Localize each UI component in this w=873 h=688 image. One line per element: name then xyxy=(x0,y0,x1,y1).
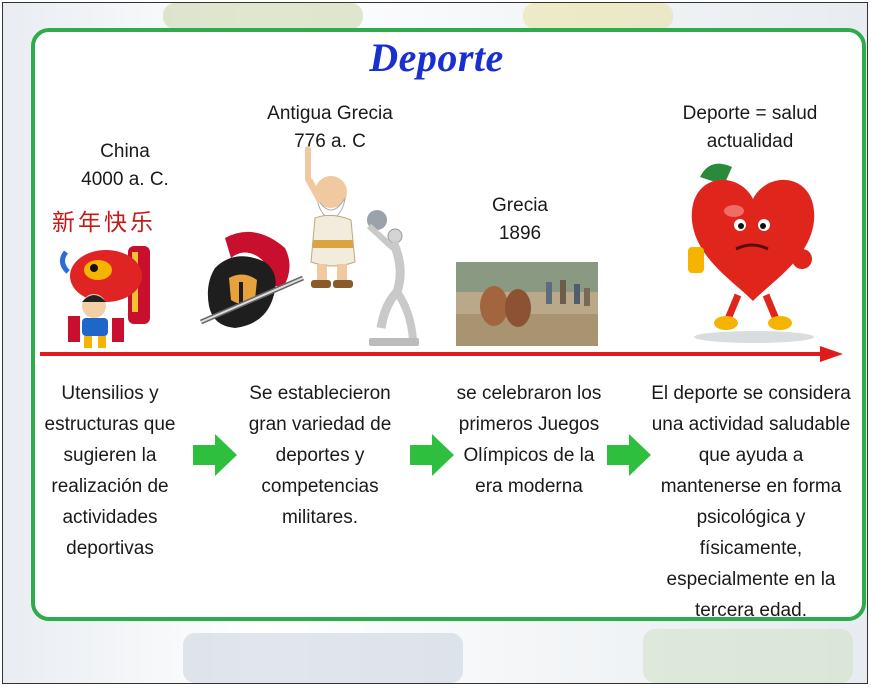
stage-4-description-line: El deporte se considera xyxy=(651,383,851,404)
stage-4-description-line: que ayuda a xyxy=(698,445,804,466)
spartan-warrior-illustration xyxy=(200,231,304,328)
stage-2-heading-line2: 776 a. C xyxy=(294,131,366,152)
heart-runner-illustration xyxy=(688,163,815,343)
stage-2-description-line: competencias xyxy=(261,476,379,497)
stage-1-description-line: Utensilios y xyxy=(61,383,159,404)
stage-3-heading-line2: 1896 xyxy=(498,223,542,244)
arrow-right-icon xyxy=(193,434,237,476)
stage-4-description-line: psicológica y xyxy=(696,507,806,528)
background-shape xyxy=(163,3,363,29)
stage-1-heading-line2: 4000 a. C. xyxy=(81,169,169,190)
stage-1-description-line: realización de xyxy=(51,476,169,497)
stage-2-description-line: gran variedad de xyxy=(248,414,392,435)
discobolus-statue-illustration xyxy=(366,210,419,346)
arrow-right-icon xyxy=(410,434,454,476)
stage-4-description-line: tercera edad. xyxy=(695,600,807,621)
background-shape xyxy=(523,3,673,29)
greek-philosopher-illustration xyxy=(305,146,356,288)
stage-4-description-line: físicamente, xyxy=(699,538,803,559)
stage-1-description: Utensilios y estructuras que sugieren la… xyxy=(40,378,180,564)
stage-3-heading: Grecia 1896 xyxy=(460,192,580,248)
wrestling-photo xyxy=(456,262,598,346)
stage-4-description-line: una actividad saludable xyxy=(651,414,851,435)
stage-4-description-line: especialmente en la xyxy=(666,569,836,590)
stage-3-description-line: era moderna xyxy=(475,476,583,497)
page-title: Deporte xyxy=(369,35,504,80)
stage-2-description-line: deportes y xyxy=(275,445,365,466)
stage-2-description: Se establecieron gran variedad de deport… xyxy=(240,378,400,533)
stage-1-heading-line1: China xyxy=(100,141,150,162)
stage-1-description-line: estructuras que xyxy=(44,414,176,435)
stage-3-description-line: Olímpicos de la xyxy=(463,445,595,466)
stage-2-heading-line1: Antigua Grecia xyxy=(267,103,393,124)
arrow-right-icon xyxy=(607,434,651,476)
stage-4-description: El deporte se considera una actividad sa… xyxy=(646,378,856,626)
stage-3-description: se celebraron los primeros Juegos Olímpi… xyxy=(454,378,604,502)
stage-3-heading-line1: Grecia xyxy=(492,195,548,216)
background-shape xyxy=(643,629,853,683)
stage-1-description-line: sugieren la xyxy=(63,445,157,466)
background-shape xyxy=(183,633,463,683)
stage-1-heading: China 4000 a. C. xyxy=(60,138,190,194)
chinese-new-year-text: 新年快乐 xyxy=(52,210,156,236)
stage-3-description-line: se celebraron los xyxy=(456,383,602,404)
stage-4-description-line: mantenerse en forma xyxy=(660,476,842,497)
dragon-dance-illustration xyxy=(60,246,150,348)
stage-3-description-line: primeros Juegos xyxy=(458,414,600,435)
stage-2-heading: Antigua Grecia 776 a. C xyxy=(250,100,410,156)
stage-1-description-line: actividades xyxy=(62,507,158,528)
stage-4-heading: Deporte = salud actualidad xyxy=(660,100,840,156)
stage-1-description-line: deportivas xyxy=(66,538,154,559)
stage-4-heading-line2: actualidad xyxy=(706,131,794,152)
stage-2-description-line: Se establecieron xyxy=(249,383,391,404)
stage-2-description-line: militares. xyxy=(281,507,358,528)
timeline-arrow xyxy=(40,346,843,362)
stage-4-heading-line1: Deporte = salud xyxy=(682,103,818,124)
